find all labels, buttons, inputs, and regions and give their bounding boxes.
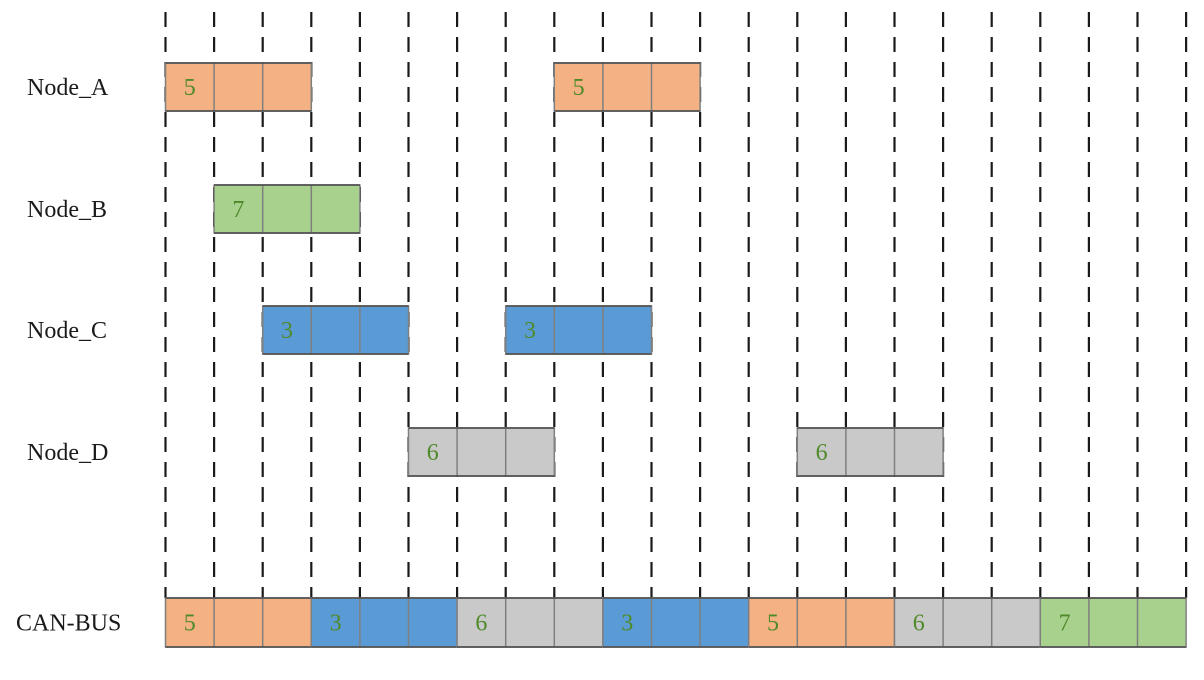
node-d-frame: 6 [796,427,944,477]
can-bus-frame: 6 [893,597,1042,648]
node-a-label: Node_A [27,75,109,101]
frame-number: 7 [232,197,244,223]
node-a-frame: 5 [164,62,313,112]
frame-number: 3 [330,611,342,637]
can-bus-frame: 5 [747,597,896,648]
can-bus-label: CAN-BUS [16,611,121,637]
frame-number: 5 [573,75,585,101]
frame-number: 6 [427,440,439,466]
frame-number: 6 [816,440,828,466]
frame-number: 5 [184,75,196,101]
frame-block [796,427,944,477]
can-bus-frame: 3 [310,597,458,648]
frame-block [407,427,556,477]
can-bus-frame: 6 [456,597,604,648]
can-bus-frame: 7 [1039,597,1187,648]
frame-number: 3 [621,611,633,637]
node-d-label: Node_D [27,440,108,466]
can-bus-frame: 5 [164,597,313,648]
time-slot-gridlines [164,12,1188,598]
frame-number: 6 [913,611,925,637]
node-c-frame: 3 [261,305,410,355]
node-c-label: Node_C [27,318,107,344]
frame-number: 6 [475,611,487,637]
frame-block [553,62,701,112]
node-b-frame: 7 [213,184,361,234]
row-labels: Node_A Node_B Node_C Node_D CAN-BUS [16,75,121,637]
frame-block [310,597,458,648]
frames-layer: 5 5 7 3 3 6 6 5 3 6 3 5 6 7 [164,62,1187,648]
frame-number: 7 [1059,611,1071,637]
frame-block [164,597,313,648]
frame-block [456,597,604,648]
frame-number: 5 [767,611,779,637]
can-bus-frame: 3 [602,597,750,648]
node-d-frame: 6 [407,427,556,477]
node-a-frame: 5 [553,62,701,112]
frame-number: 3 [524,318,536,344]
node-c-frame: 3 [504,305,653,355]
frame-number: 5 [184,611,196,637]
frame-block [213,184,361,234]
node-b-label: Node_B [27,197,107,223]
frame-number: 3 [281,318,293,344]
